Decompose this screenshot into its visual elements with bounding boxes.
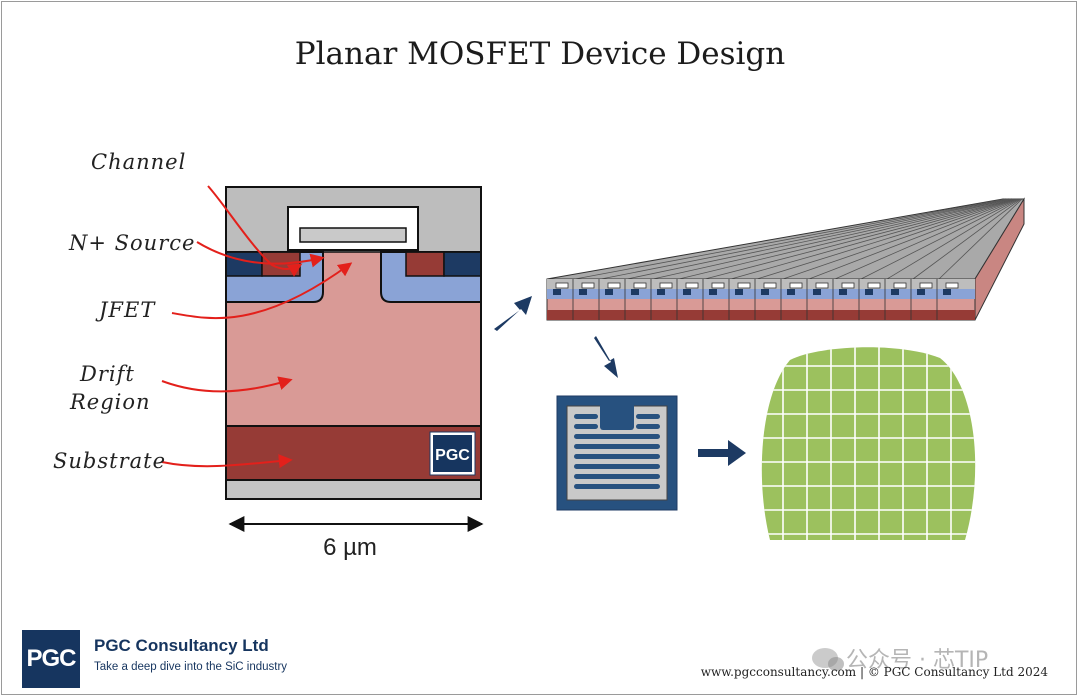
arrow-to-die xyxy=(594,336,618,378)
company-tagline: Take a deep dive into the SiC industry xyxy=(94,661,288,673)
flow-arrows xyxy=(494,296,746,466)
annotation-arrows xyxy=(161,185,353,469)
label-region: Region xyxy=(70,390,151,414)
company-name: PGC Consultancy Ltd xyxy=(94,636,269,655)
n-source-right xyxy=(405,251,445,277)
scale-label: 6 µm xyxy=(323,534,377,561)
gate-electrode xyxy=(299,227,407,243)
substrate-arrow xyxy=(161,454,293,469)
label-drift: Drift xyxy=(80,362,135,386)
label-channel: Channel xyxy=(91,150,187,174)
drift-arrow xyxy=(161,376,293,393)
label-n-source: N+ Source xyxy=(69,231,196,255)
inset-logo-text: PGC xyxy=(435,447,470,464)
drain-metal xyxy=(226,480,481,499)
label-jfet: JFET xyxy=(99,298,156,322)
arrow-to-array xyxy=(494,296,532,331)
cell-array-3d xyxy=(546,197,1025,321)
footer-credit: www.pgcconsultancy.com | © PGC Consultan… xyxy=(700,665,1048,679)
figure-title: Planar MOSFET Device Design xyxy=(294,36,786,72)
label-substrate: Substrate xyxy=(53,449,166,473)
die-chip xyxy=(556,395,678,511)
arrow-to-wafer xyxy=(698,440,746,466)
source-arrow xyxy=(196,241,325,268)
watermark: 公众号 · 芯TIP xyxy=(812,642,988,674)
watermark-text: 公众号 · 芯TIP xyxy=(846,648,989,673)
jfet-arrow xyxy=(171,262,353,320)
pgc-logo: PGC xyxy=(22,630,80,688)
inset-pgc-logo: PGC xyxy=(429,431,476,476)
channel-arrow xyxy=(207,185,303,277)
wafer xyxy=(761,347,976,540)
wechat-icon xyxy=(812,648,844,671)
